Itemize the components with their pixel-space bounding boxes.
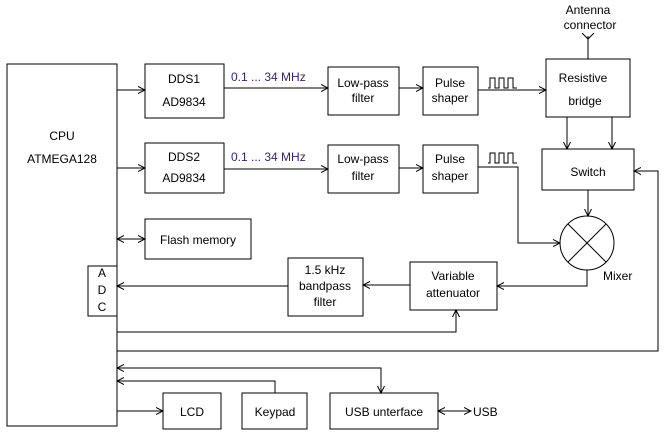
- keypad-to-cpu-arrow: [117, 381, 276, 393]
- flash-memory-label: Flash memory: [160, 233, 236, 247]
- variable-attenuator-line1: Variable: [431, 269, 474, 283]
- lowpass-filter-1-line1: Low-pass: [337, 76, 388, 90]
- usb-interface-block: USB unterface: [329, 392, 439, 430]
- keypad-block: Keypad: [241, 392, 308, 430]
- variable-attenuator-line2: attenuator: [426, 286, 480, 300]
- usb-interface-label: USB unterface: [345, 405, 423, 419]
- keypad-label: Keypad: [255, 405, 296, 419]
- variable-attenuator-block: Variable attenuator: [409, 261, 498, 311]
- dds2-chip-label: AD9834: [162, 171, 206, 185]
- connection-lines: [117, 32, 659, 411]
- pulse-train-2-icon: [488, 152, 517, 164]
- mixer-symbol: [559, 215, 615, 271]
- switch-block: Switch: [541, 148, 635, 191]
- lcd-label: LCD: [180, 405, 204, 419]
- cpu-block: CPU ATMEGA128: [6, 63, 118, 427]
- pulse-shaper-2-line1: Pulse: [435, 152, 465, 166]
- bandpass-filter-block: 1.5 kHz bandpass filter: [287, 257, 364, 317]
- usb-port-label: USB: [473, 405, 498, 419]
- pulse-train-1-icon: [488, 77, 517, 89]
- lowpass-filter-2-line1: Low-pass: [337, 152, 388, 166]
- cpu-model-label: ATMEGA128: [27, 152, 97, 166]
- switch-label: Switch: [570, 165, 605, 179]
- pulse-shaper-2-block: Pulse shaper: [422, 144, 479, 194]
- frequency-range-1-label: 0.1 ... 34 MHz: [231, 70, 306, 84]
- antenna-fork: [581, 32, 595, 40]
- adc-letter-c: C: [98, 300, 107, 314]
- adc-letter-d: D: [98, 283, 107, 297]
- lowpass-filter-2-line2: filter: [352, 169, 375, 183]
- pulse-shaper-2-line2: shaper: [432, 169, 469, 183]
- cpu-to-attenuator-control-arrow: [117, 310, 456, 333]
- lowpass-filter-1-block: Low-pass filter: [327, 66, 400, 116]
- lcd-block: LCD: [162, 392, 222, 430]
- frequency-range-2-label: 0.1 ... 34 MHz: [231, 150, 306, 164]
- flash-memory-block: Flash memory: [144, 218, 252, 260]
- resistive-bridge-line1: Resistive: [559, 71, 608, 85]
- antenna-connector-label-line2: connector: [564, 18, 617, 32]
- dds2-label: DDS2: [168, 150, 200, 164]
- cpu-to-usb-arrow: [117, 368, 381, 393]
- lowpass-filter-2-block: Low-pass filter: [327, 144, 400, 194]
- cpu-to-switch-control-arrow: [117, 171, 659, 352]
- dds1-chip-label: AD9834: [162, 95, 206, 109]
- dds2-block: DDS2 AD9834: [144, 142, 225, 194]
- resistive-bridge-line2: bridge: [568, 94, 602, 108]
- shaper2-to-mixer-arrow: [478, 166, 560, 243]
- resistive-bridge-block: Resistive bridge: [545, 58, 631, 118]
- adc-letter-a: A: [98, 266, 106, 280]
- dds1-block: DDS1 AD9834: [144, 63, 225, 119]
- antenna-connector-label-line1: Antenna: [566, 3, 611, 17]
- lowpass-filter-1-line2: filter: [352, 91, 375, 105]
- bandpass-filter-line2: bandpass: [299, 279, 351, 293]
- cpu-label: CPU: [49, 129, 74, 143]
- bandpass-filter-line3: filter: [314, 295, 337, 309]
- pulse-shaper-1-block: Pulse shaper: [422, 66, 479, 116]
- mixer-label: Mixer: [603, 269, 632, 283]
- pulse-shaper-1-line1: Pulse: [435, 76, 465, 90]
- dds1-label: DDS1: [168, 72, 200, 86]
- mixer-to-attenuator-arrow: [497, 270, 588, 286]
- pulse-shaper-1-line2: shaper: [432, 91, 469, 105]
- bandpass-filter-line1: 1.5 kHz: [305, 263, 346, 277]
- adc-block: A D C: [87, 265, 118, 317]
